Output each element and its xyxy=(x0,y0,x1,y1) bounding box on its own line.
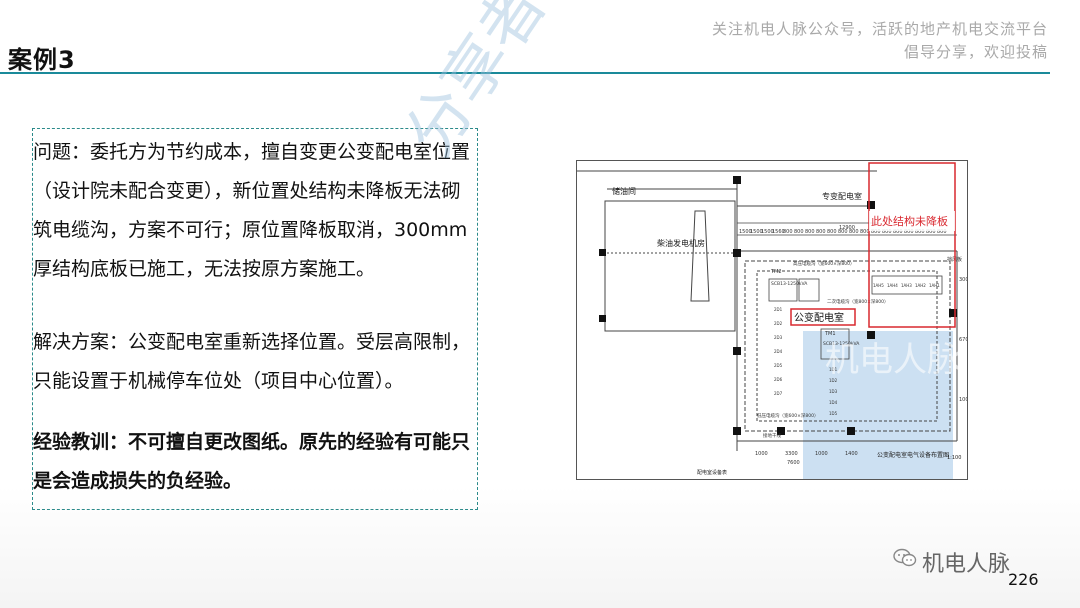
dim-bottom-value: 1000 xyxy=(815,451,828,457)
dim-value: 800 xyxy=(871,229,881,235)
dim-value: 1500 xyxy=(750,229,763,235)
page-title: 案例3 xyxy=(8,46,76,74)
dim-right-value: 3000 xyxy=(959,277,967,283)
dim-value: 800 xyxy=(882,229,892,235)
unlowered-area-box xyxy=(868,162,956,328)
dim-bottom-value: 1000 xyxy=(755,451,768,457)
dim-bottom-value: 1400 xyxy=(845,451,858,457)
drawing-title: 公变配电室电气设备布置图 xyxy=(877,451,949,459)
public-room-box xyxy=(790,308,856,326)
dim-value: 1500 xyxy=(761,229,774,235)
cable-label: 接地干线 xyxy=(763,432,781,439)
dim-value: 1560 xyxy=(772,229,785,235)
dim-value: 800 xyxy=(860,229,870,235)
dim-value: 800 xyxy=(937,229,947,235)
lv-cabinet-label: 1D5 xyxy=(829,411,838,416)
lv-cabinet-label: 2D3 xyxy=(774,335,783,340)
secondary-trench-label: 二次电缆沟（宽800×深800） xyxy=(827,298,888,305)
dim-value: 800 xyxy=(915,229,925,235)
lv-cabinet-label: 2D7 xyxy=(774,391,783,396)
case-text-box: 问题：委托方为节约成本，擅自变更公变配电室位置（设计院未配合变更），新位置处结构… xyxy=(32,128,478,510)
lv-cabinet-label: 1D1 xyxy=(829,367,838,372)
dim-value: 800 xyxy=(805,229,815,235)
public-room-label: 公变配电室 xyxy=(794,311,844,324)
tm2-label: TM2 xyxy=(770,269,782,275)
top-watermark-line2: 倡导分享，欢迎投稿 xyxy=(903,43,1048,61)
dim-total: 12900 xyxy=(839,225,855,231)
dim-value: 800 xyxy=(904,229,914,235)
dim-right-value: 1000 xyxy=(959,397,967,403)
unlowered-label: 此处结构未降板 xyxy=(871,214,948,228)
hv-cabinet-label: 1AH1 xyxy=(929,283,940,288)
dim-value: 800 xyxy=(816,229,826,235)
lv-cabinet-label: 2D6 xyxy=(774,377,783,382)
dim-bottom-value: 3300 xyxy=(785,451,798,457)
problem-text: 问题：委托方为节约成本，擅自变更公变配电室位置（设计院未配合变更），新位置处结构… xyxy=(33,141,471,280)
drawing-scale: 1:100 xyxy=(947,455,961,461)
lv-cabinet-label: 1D4 xyxy=(829,400,838,405)
lv-cabinet-label: 1D3 xyxy=(829,389,838,394)
lesson-text: 经验教训：不可擅自更改图纸。原先的经验有可能只是会造成损失的负经验。 xyxy=(33,431,471,492)
dim-value: 800 xyxy=(893,229,903,235)
lv-trench-label: 低压电缆沟（宽600×深800） xyxy=(757,412,818,419)
top-watermark: 关注机电人脉公众号，活跃的地产机电交流平台 倡导分享，欢迎投稿 xyxy=(712,18,1048,64)
dim-value: 800 xyxy=(794,229,804,235)
title-divider xyxy=(0,72,1050,74)
dim-right-value: 6700 xyxy=(959,337,967,343)
dedicated-room-label: 专变配电室 xyxy=(822,191,862,201)
transformer-1-label: SCB13-1250kVA xyxy=(823,341,860,347)
lv-cabinet-label: 2D5 xyxy=(774,363,783,368)
blue-watermark-block xyxy=(803,331,953,479)
dim-value: 800 xyxy=(926,229,936,235)
dim-value: 800 xyxy=(849,229,859,235)
hv-cabinet-label: 1AH2 xyxy=(915,283,926,288)
dim-value: 1500 xyxy=(739,229,752,235)
hv-trench-label: 高压电缆沟（宽600×深800） xyxy=(793,260,854,267)
lv-cabinet-label: 1D2 xyxy=(829,378,838,383)
lv-cabinet-label: 2D4 xyxy=(774,349,783,354)
page-number: 226 xyxy=(1008,570,1039,589)
wechat-icon xyxy=(893,548,917,567)
solution-text: 解决方案：公变配电室重新选择位置。受层高限制，只能设置于机械停车位处（项目中心位… xyxy=(33,331,471,392)
bottom-label: 配电室设备表 xyxy=(697,469,727,476)
blue-watermark: 机电人脉 xyxy=(825,340,961,380)
brand-name: 机电人脉 xyxy=(922,552,1011,577)
lv-cabinet-label: 2D2 xyxy=(774,321,783,326)
hv-cabinet-label: 1AH4 xyxy=(887,283,898,288)
top-watermark-line1: 关注机电人脉公众号，活跃的地产机电交流平台 xyxy=(711,20,1048,38)
dim-bottom2: 7600 xyxy=(787,460,800,466)
hv-cabinet-label: 1AH3 xyxy=(901,283,912,288)
dim-value: 800 xyxy=(838,229,848,235)
oil-room-label: 储油间 xyxy=(612,186,636,196)
tm1-label: TM1 xyxy=(824,331,836,337)
dim-value: 800 xyxy=(783,229,793,235)
lv-cabinet-label: 2D1 xyxy=(774,307,783,312)
transformer-2-label: SCB13-1250kVA xyxy=(771,281,808,287)
dim-value: 800 xyxy=(827,229,837,235)
diagonal-watermark: 分享者：郭玉才 xyxy=(380,0,707,171)
generator-room-label: 柴油发电机房 xyxy=(657,238,705,248)
hv-cabinet-label: 1AH5 xyxy=(873,283,884,288)
